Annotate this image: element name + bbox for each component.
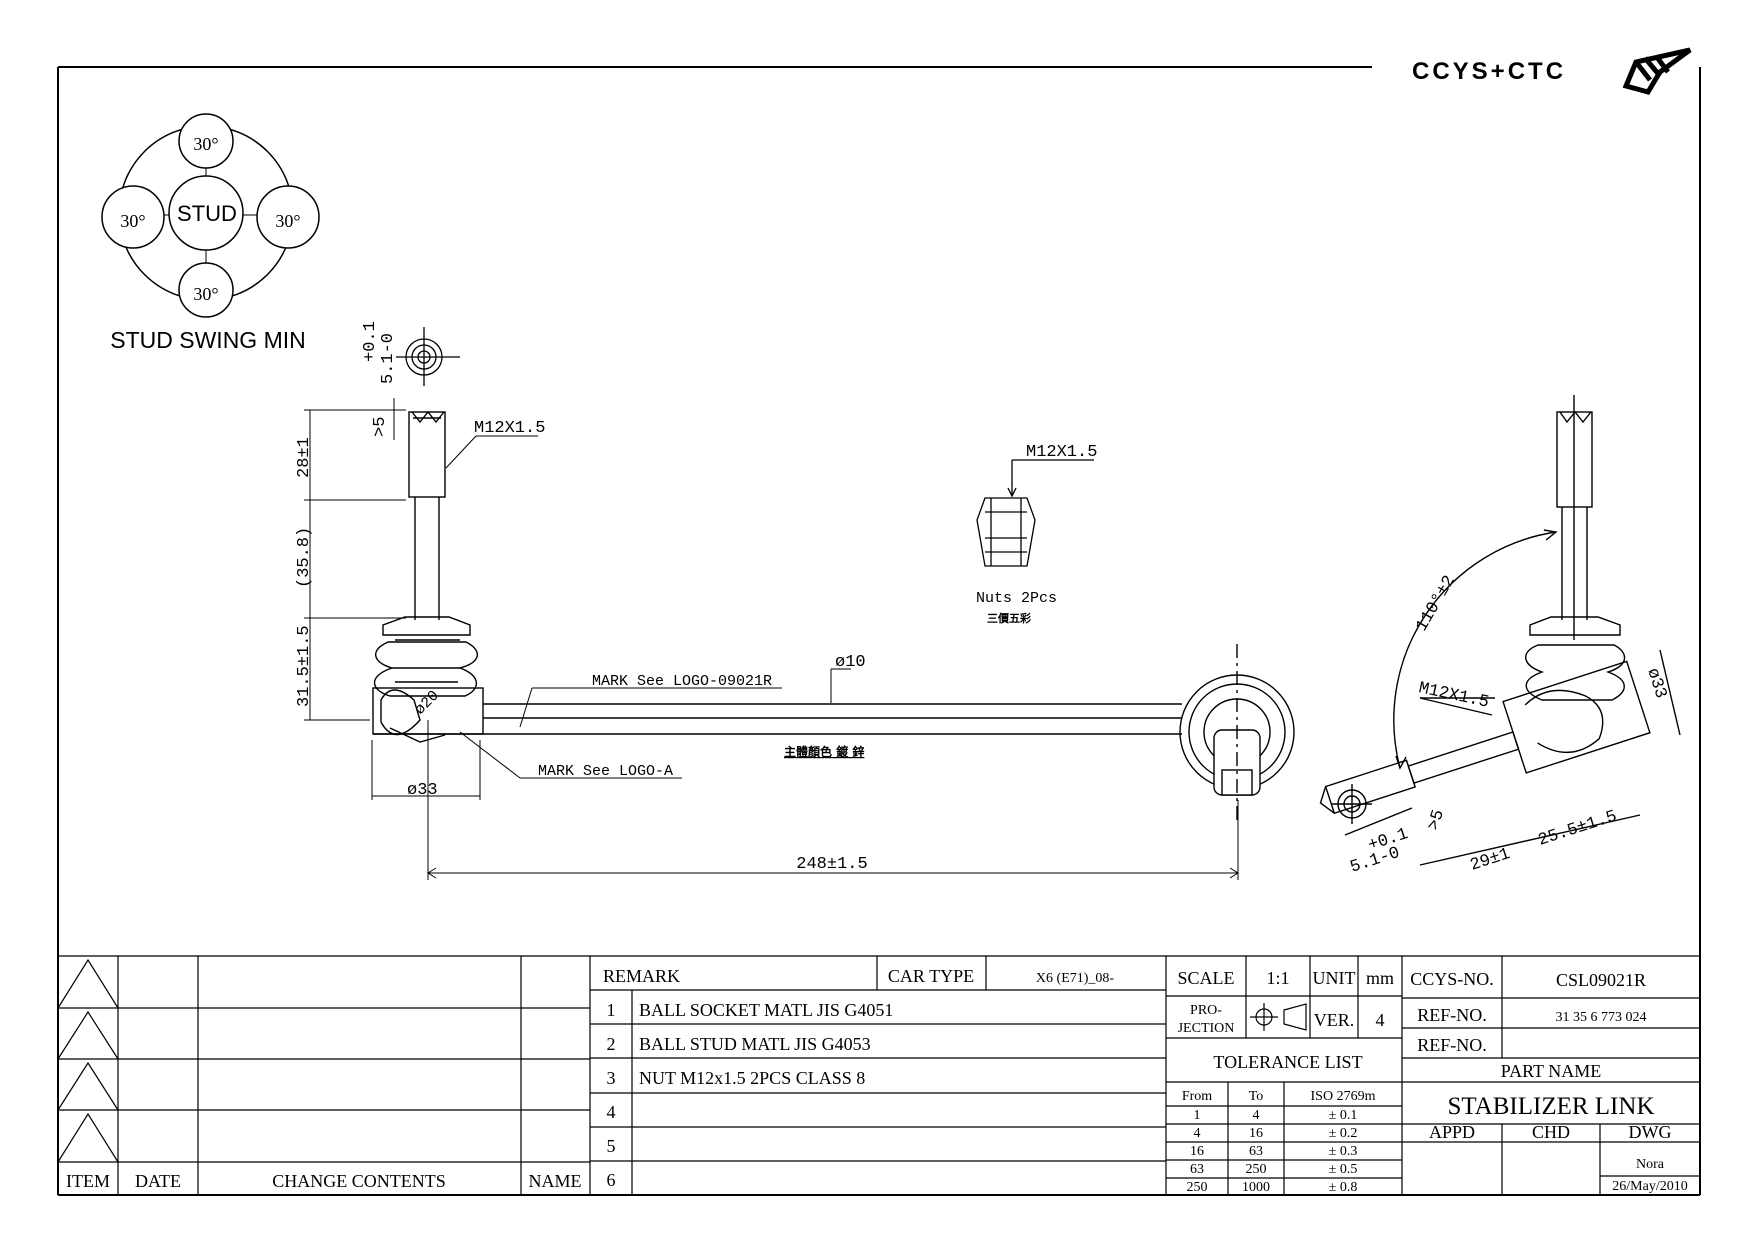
remark-no-6: 6 xyxy=(607,1170,616,1190)
remark-no-5: 5 xyxy=(607,1136,616,1156)
remark-text-2: BALL STUD MATL JIS G4053 xyxy=(639,1034,871,1054)
remark-no-2: 2 xyxy=(607,1034,616,1054)
projection-symbol-icon xyxy=(1250,1003,1307,1031)
ccys-no-label: CCYS-NO. xyxy=(1410,969,1494,989)
swing-right: 30° xyxy=(275,211,300,231)
tol-val-1: ± 0.1 xyxy=(1329,1108,1358,1123)
cn-note: 主體顏色 鍍 鋅 xyxy=(784,744,864,759)
dim-angle: 110°±2 xyxy=(1413,572,1460,635)
stabilizer-link-side-view xyxy=(372,410,1295,825)
remark-header: REMARK xyxy=(603,966,680,986)
appd-label: APPD xyxy=(1429,1122,1475,1142)
dim-gt5: >5 xyxy=(371,417,390,437)
nut-thread: M12X1.5 xyxy=(1026,443,1097,462)
tol-from-3: 16 xyxy=(1190,1144,1204,1159)
tol-val-2: ± 0.2 xyxy=(1329,1126,1358,1141)
dim-28: 28±1 xyxy=(295,437,314,478)
tol-val-5: ± 0.8 xyxy=(1329,1180,1358,1195)
rev-name-header: NAME xyxy=(529,1171,582,1191)
ref-no-value: 31 35 6 773 024 xyxy=(1556,1010,1647,1025)
dim-length: 248±1.5 xyxy=(796,855,867,874)
tol-to-3: 63 xyxy=(1249,1144,1263,1159)
part-name-value: STABILIZER LINK xyxy=(1448,1093,1655,1120)
tol-from-1: 1 xyxy=(1194,1108,1201,1123)
logo-mark-icon xyxy=(1622,47,1692,95)
dim-phi10: ø10 xyxy=(835,653,866,672)
tol-from-2: 4 xyxy=(1194,1126,1201,1141)
swing-top: 30° xyxy=(193,134,218,154)
swing-bottom: 30° xyxy=(193,284,218,304)
car-type-value: X6 (E71)_08- xyxy=(1036,971,1114,986)
remark-text-1: BALL SOCKET MATL JIS G4051 xyxy=(639,1000,893,1020)
rev-item-header: ITEM xyxy=(66,1171,110,1191)
tol-to-2: 16 xyxy=(1249,1126,1263,1141)
swing-caption: STUD SWING MIN xyxy=(110,327,306,353)
projection-line-2: JECTION xyxy=(1178,1021,1235,1036)
dim-29: 29±1 xyxy=(1468,845,1513,876)
tolerance-title: TOLERANCE LIST xyxy=(1213,1052,1362,1072)
dim-255: 25.5±1.5 xyxy=(1536,807,1620,850)
ver-label: VER. xyxy=(1314,1010,1355,1030)
tol-from-header: From xyxy=(1182,1089,1212,1104)
tol-iso-header: ISO 2769m xyxy=(1311,1089,1376,1104)
car-type-label: CAR TYPE xyxy=(888,966,974,986)
dim-phi20: ø20 xyxy=(412,687,443,718)
mark-logo-1: MARK See LOGO-09021R xyxy=(592,673,772,690)
ref-no-label: REF-NO. xyxy=(1417,1005,1487,1025)
remark-no-4: 4 xyxy=(607,1102,616,1122)
dwg-name: Nora xyxy=(1636,1157,1665,1172)
tol-top-left: +0.1 xyxy=(361,321,380,362)
nuts-cn: 三價五彩 xyxy=(987,611,1031,625)
scale-label: SCALE xyxy=(1177,968,1234,988)
logo-text: CCYS+CTC xyxy=(1412,58,1566,85)
swing-center: STUD xyxy=(177,201,237,226)
tol-val-4: ± 0.5 xyxy=(1329,1162,1358,1177)
nut-view xyxy=(976,459,1094,567)
stabilizer-link-angled-view xyxy=(1319,395,1681,866)
tol-to-4: 250 xyxy=(1246,1162,1267,1177)
chd-label: CHD xyxy=(1532,1122,1570,1142)
dim-phi33: ø33 xyxy=(407,781,438,800)
company-logo: CCYS+CTC xyxy=(1412,47,1692,95)
tol-to-1: 4 xyxy=(1253,1108,1260,1123)
remark-no-1: 1 xyxy=(607,1000,616,1020)
rev-date-header: DATE xyxy=(135,1171,181,1191)
tol-to-header: To xyxy=(1249,1089,1264,1104)
part-name-label: PART NAME xyxy=(1501,1061,1601,1081)
scale-value: 1:1 xyxy=(1266,968,1289,988)
rev-contents-header: CHANGE CONTENTS xyxy=(272,1171,446,1191)
dimension-lines-left xyxy=(304,398,1239,880)
tol-bottom-left: 5.1-0 xyxy=(379,333,398,384)
dim-gt5-right: >5 xyxy=(1425,808,1449,833)
ver-value: 4 xyxy=(1376,1010,1385,1030)
unit-label: UNIT xyxy=(1313,968,1356,988)
tol-to-5: 1000 xyxy=(1242,1180,1270,1195)
dim-m12-right: M12X1.5 xyxy=(1417,679,1491,712)
projection-line-1: PRO- xyxy=(1190,1003,1222,1018)
ref-no-label-2: REF-NO. xyxy=(1417,1035,1487,1055)
title-block-grid xyxy=(57,955,1700,1195)
dwg-label: DWG xyxy=(1629,1122,1672,1142)
dim-358: (35.8) xyxy=(295,527,314,588)
swing-left: 30° xyxy=(120,211,145,231)
mark-logo-2: MARK See LOGO-A xyxy=(538,763,673,780)
ccys-no-value: CSL09021R xyxy=(1556,970,1646,990)
nuts-label: Nuts 2Pcs xyxy=(976,590,1057,607)
stud-swing-diagram: STUD 30° 30° 30° 30° STUD SWING MIN xyxy=(101,113,320,353)
tol-from-5: 250 xyxy=(1187,1180,1208,1195)
stud-top-view xyxy=(396,327,460,386)
unit-value: mm xyxy=(1366,968,1394,988)
tol-from-4: 63 xyxy=(1190,1162,1204,1177)
dim-315: 31.5±1.5 xyxy=(295,625,314,707)
remark-no-3: 3 xyxy=(607,1068,616,1088)
tol-val-3: ± 0.3 xyxy=(1329,1144,1358,1159)
drawing-date: 26/May/2010 xyxy=(1612,1179,1687,1194)
dim-m12-left: M12X1.5 xyxy=(474,419,545,438)
remark-text-3: NUT M12x1.5 2PCS CLASS 8 xyxy=(639,1068,865,1088)
